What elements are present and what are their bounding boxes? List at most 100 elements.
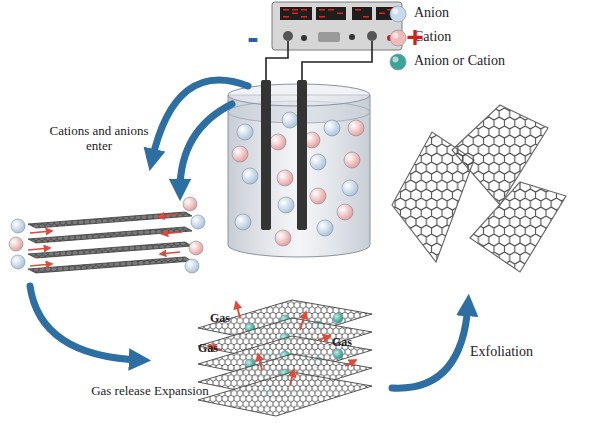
expanded-layer [198,372,372,416]
power-supply [337,13,343,15]
anion-ion [235,214,251,230]
gas-arrow [258,354,262,370]
power-supply [367,31,377,41]
power-supply [328,9,334,11]
legend-text: Anion or Cation [414,53,505,69]
anion-or-cation-ion [333,313,343,323]
anion-ion [317,220,333,236]
insertion-arrow [160,252,180,254]
legend-swatch [390,30,406,46]
graphite-layer [28,212,192,228]
cation-ion [337,204,353,220]
flow-arrows [180,104,232,190]
gas-arrow [236,302,240,318]
graphite-layer [28,242,192,258]
graphite-layer [28,257,192,273]
power-supply [319,9,325,11]
graphite-layer [28,257,192,273]
swatch-highlight [393,9,399,15]
gas-arrow [290,370,294,385]
gas-label: Gas [210,312,240,326]
polarity-sign: - [238,20,268,54]
power-supply [355,9,361,11]
flow-arrows [392,305,468,388]
power-supply [283,9,393,18]
cation-ion [348,120,364,136]
power-supply [292,9,298,11]
insertion-arrow [28,248,50,250]
insertion-arrow [162,232,182,234]
power-supply [352,7,372,20]
cation-ion [344,152,360,168]
power-supply [283,9,289,11]
polarity-sign: + [400,22,430,52]
power-supply [301,35,307,41]
power-supply [319,16,325,18]
graphite-layers [9,197,205,273]
intercalating-ion [11,219,25,233]
step-label: Gas release Expansion [80,384,220,399]
flow-arrows [30,286,140,360]
power-supply [283,31,293,41]
gas-label: Gas [332,336,362,350]
graphene-flakes [470,182,566,272]
graphite-layer [28,212,192,228]
intercalating-ion [11,255,25,269]
power-supply [272,2,402,50]
step-label: Exfoliation [470,344,550,360]
cation-ion [277,170,293,186]
graphite-layer [28,242,192,258]
power-supply [379,13,385,15]
legend-swatch [390,6,406,22]
legend-swatch [390,54,406,70]
anion-ion [282,112,298,128]
cation-ion [232,146,248,162]
cation-ion [310,188,326,204]
gas-arrow [345,360,356,366]
expanded-graphite [198,300,372,416]
power-supply [301,16,307,18]
power-supply [292,13,298,15]
cation-ion [275,230,291,246]
wires [266,41,372,82]
power-supply [301,9,307,11]
gas-arrow [318,336,330,340]
power-supply [283,16,289,18]
electrodes [261,80,271,230]
anion-ion [278,197,294,213]
expanded-layer [198,372,372,416]
power-supply [318,32,340,42]
gas-label: Gas [198,342,228,356]
intercalating-ion [185,259,199,273]
flow-arrows [152,80,248,160]
legend-text: Anion [414,5,449,21]
anion-ion [324,120,340,136]
electrodes [297,80,307,230]
swatch-highlight [393,57,399,63]
electrodes [261,80,307,230]
swatch-highlight [393,33,399,39]
gas-arrow [300,312,306,330]
intercalating-ion [183,197,197,211]
cation-ion [270,134,286,150]
power-supply [316,7,346,20]
anion-or-cation-ion [333,349,343,359]
power-supply [363,16,369,18]
insertion-arrow [158,214,178,217]
intercalating-ion [191,215,205,229]
power-supply [280,7,312,20]
power-supply [272,2,402,50]
wires [302,41,372,82]
power-supply [349,34,355,40]
step-label: Cations and anions enter [40,124,158,154]
graphite-layer [28,227,192,243]
graphite-layer [28,227,192,243]
wires [266,41,288,82]
anion-ion [237,124,253,140]
insertion-arrow [30,231,52,233]
graphene-flakes [392,105,566,272]
insertion-arrow [30,264,52,266]
intercalating-ion [189,241,203,255]
anion-ion [342,180,358,196]
